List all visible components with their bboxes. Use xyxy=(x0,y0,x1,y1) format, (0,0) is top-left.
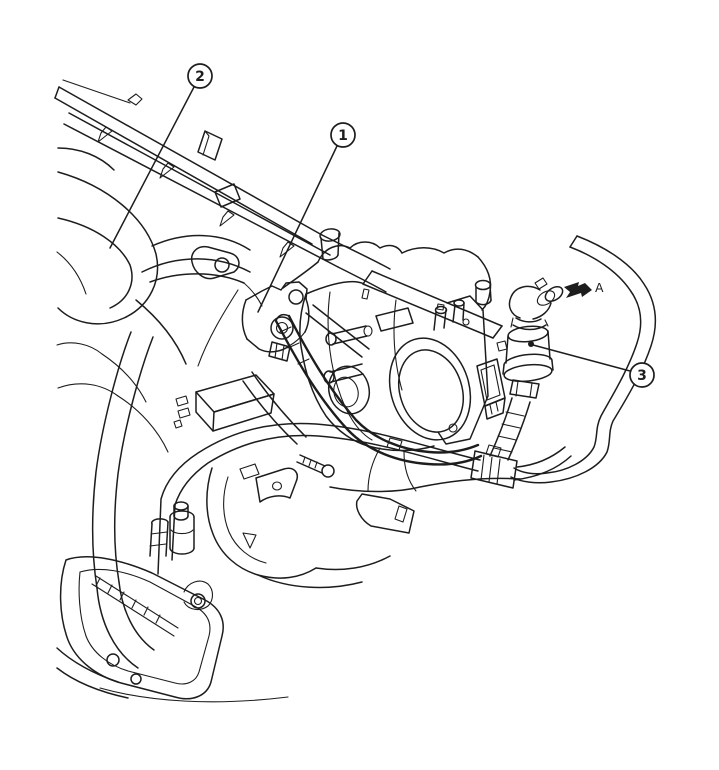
purge-valve xyxy=(489,277,564,461)
rail-tab xyxy=(197,130,223,161)
rail-clip xyxy=(97,126,113,143)
callout-1-circle xyxy=(330,122,356,148)
callout-3-dot xyxy=(528,341,534,347)
engine-block xyxy=(56,228,521,703)
top-port-stub xyxy=(474,279,492,306)
rail-clip xyxy=(159,162,175,179)
intake-manifold xyxy=(56,147,251,669)
flag-bracket xyxy=(355,493,415,534)
callout-3-circle xyxy=(629,362,655,388)
control-module xyxy=(173,374,275,432)
hose-loop xyxy=(510,235,657,484)
actuator-cylinder xyxy=(169,501,195,555)
top-stud xyxy=(452,299,465,323)
callout-1: 1 xyxy=(257,122,356,313)
ribbed-hose xyxy=(489,397,513,457)
rail-clip xyxy=(219,210,235,227)
lower-bracket xyxy=(206,463,317,579)
direction-arrow-label: A xyxy=(595,280,604,295)
vacuum-pipes xyxy=(157,304,481,575)
direction-arrow-icon xyxy=(564,282,592,298)
id-plate xyxy=(375,307,414,332)
breather-stub xyxy=(319,228,341,242)
tps-connector xyxy=(476,358,506,420)
callout-2-leader xyxy=(109,86,195,249)
rail-tab xyxy=(214,183,241,208)
throttle-bore xyxy=(388,337,472,441)
idle-valve-boss xyxy=(327,365,371,415)
purge-hose xyxy=(274,313,483,466)
callout-3-leader xyxy=(532,344,631,372)
callout-3-label: 3 xyxy=(637,368,647,384)
valve-port-cap xyxy=(544,286,564,302)
direction-arrow: A xyxy=(564,280,604,298)
callout-3: 3 xyxy=(528,341,655,388)
callout-2-label: 2 xyxy=(195,69,205,85)
callout-1-leader xyxy=(257,145,338,313)
top-stud xyxy=(433,303,448,331)
hose-clamp xyxy=(470,444,572,489)
mount-bracket xyxy=(59,556,224,700)
callout-1-label: 1 xyxy=(338,128,348,144)
hose-clip-boss xyxy=(190,245,240,280)
side-stud xyxy=(325,325,373,346)
harness-rail xyxy=(54,79,391,293)
harness-bracket-callout1-target xyxy=(241,281,310,362)
hook-bracket xyxy=(255,467,298,503)
mount-flange xyxy=(437,295,489,445)
rail-clip xyxy=(279,241,295,258)
valve-hex-fitting xyxy=(509,379,540,399)
callout-2: 2 xyxy=(109,63,213,249)
callout-2-circle xyxy=(187,63,213,89)
throttle-body xyxy=(299,270,506,452)
valve-body-top xyxy=(507,325,549,343)
valve-body-bottom xyxy=(503,363,553,383)
stud-bolt xyxy=(296,454,335,478)
